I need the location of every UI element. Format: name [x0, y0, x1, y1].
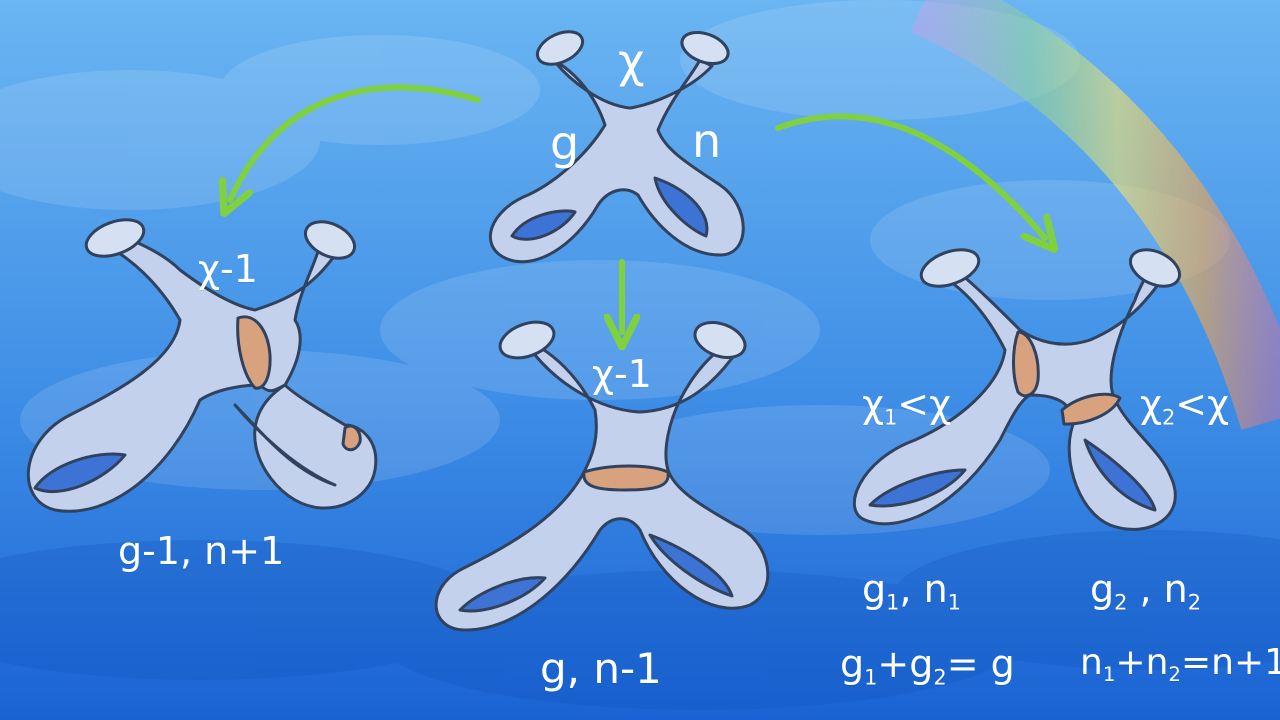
right-genus-sum-label: g1+g2= g — [840, 642, 1015, 690]
rainbow — [910, 0, 1280, 430]
right-chi1-label: χ1<χ — [862, 382, 952, 430]
arrow-to-left — [230, 84, 481, 200]
middle-genus-boundary-label: g, n-1 — [540, 644, 662, 693]
right-g1-n1-label: g1, n1 — [862, 567, 961, 615]
middle-surface — [434, 320, 770, 632]
right-g2-n2-label: g2 , n2 — [1090, 567, 1202, 615]
top-boundary-label: n — [692, 114, 722, 168]
top-genus-label: g — [550, 116, 580, 170]
top-chi-label: χ — [618, 34, 645, 88]
left-chi-label: χ-1 — [198, 247, 258, 291]
arrows — [230, 84, 1045, 332]
top-surface — [488, 30, 745, 264]
right-chi2-label: χ2<χ — [1140, 382, 1230, 430]
arrow-to-right — [775, 113, 1045, 238]
left-genus-boundary-label: g-1, n+1 — [118, 529, 285, 573]
left-surface — [26, 218, 378, 513]
right-boundary-sum-label: n1+n2=n+1 — [1080, 642, 1280, 686]
right-surface — [853, 248, 1182, 531]
middle-chi-label: χ-1 — [592, 352, 652, 396]
